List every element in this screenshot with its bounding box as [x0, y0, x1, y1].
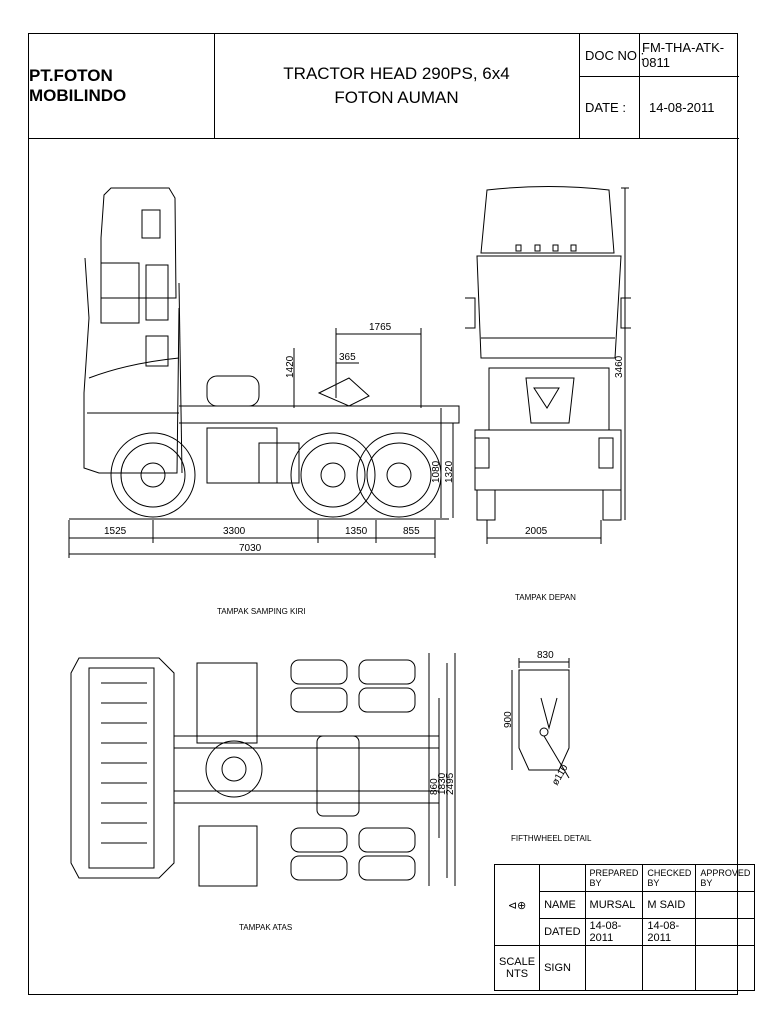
dim-overall-width: 2005	[525, 526, 548, 537]
top-view-truck	[70, 653, 456, 887]
checked-name: M SAID	[642, 891, 697, 919]
dim-fifthwheel-height: 1080	[431, 460, 442, 483]
dim-fifthwheel-span: 1765	[369, 322, 392, 333]
checked-date: 14-08-2011	[642, 918, 697, 946]
divider	[579, 76, 739, 77]
name-label: NAME	[539, 891, 586, 919]
dim-wheelbase: 3300	[223, 526, 246, 537]
technical-drawing: 1525 3300 1350 855 7030 1765 365 1420 10…	[68, 186, 631, 932]
dim-fw-length: 900	[503, 711, 514, 728]
scale-label: SCALE	[499, 956, 536, 968]
title-block-bottom-border	[29, 138, 739, 139]
signoff-table: ⊲⊕ PREPARED BY CHECKED BY APPROVED BY NA…	[493, 864, 756, 991]
title-line-1: TRACTOR HEAD 290PS, 6x4	[283, 64, 510, 83]
prepared-by-header: PREPARED BY	[584, 864, 644, 892]
scale-value: NTS	[506, 968, 529, 980]
dim-rear-track-mid: 1830	[437, 772, 448, 795]
divider	[214, 34, 215, 138]
divider	[639, 34, 640, 138]
dim-rear-track-inner: 860	[429, 778, 440, 795]
dim-front-overhang: 1525	[104, 526, 127, 537]
dim-overall-length: 7030	[239, 543, 262, 554]
prepared-name: MURSAL	[584, 891, 644, 919]
side-view-truck	[68, 187, 460, 558]
fifthwheel-label: FIFTHWHEEL DETAIL	[511, 834, 592, 843]
divider	[579, 34, 580, 138]
dated-label: DATED	[539, 918, 586, 946]
sign-label: SIGN	[539, 945, 586, 991]
doc-no-label: DOC NO :	[585, 47, 645, 63]
title-line-2: FOTON AUMAN	[334, 88, 459, 107]
approved-by-header: APPROVED BY	[695, 864, 756, 892]
dim-fw-width: 830	[537, 650, 554, 661]
company-name: PT.FOTON MOBILINDO	[29, 66, 127, 105]
front-view-truck	[465, 186, 631, 544]
dim-cab-height: 1420	[285, 355, 296, 378]
dim-overall-height: 3460	[614, 355, 625, 378]
dim-axle-spacing: 1350	[345, 526, 368, 537]
scale-cell: SCALE NTS	[493, 945, 541, 991]
top-view-label: TAMPAK ATAS	[239, 923, 292, 932]
date-label: DATE :	[585, 99, 626, 115]
front-view-label: TAMPAK DEPAN	[515, 593, 576, 602]
fifthwheel-detail	[511, 658, 570, 779]
drawing-sheet: PT.FOTON MOBILINDO TRACTOR HEAD 290PS, 6…	[28, 33, 756, 995]
date-value: 14-08-2011	[649, 99, 715, 115]
dim-rear-overhang: 855	[403, 526, 420, 537]
side-view-label: TAMPAK SAMPING KIRI	[217, 607, 306, 616]
dim-rear-track-outer: 2495	[445, 772, 456, 795]
checked-by-header: CHECKED BY	[642, 864, 697, 892]
dim-frame-height: 1320	[444, 460, 455, 483]
drawing-title: TRACTOR HEAD 290PS, 6x4 FOTON AUMAN	[214, 34, 579, 138]
projection-symbol-icon: ⊲⊕	[493, 864, 541, 946]
doc-no-value: FM-THA-ATK-0811	[642, 40, 725, 70]
prepared-date: 14-08-2011	[584, 918, 644, 946]
dim-fifthwheel-offset: 365	[339, 352, 356, 363]
